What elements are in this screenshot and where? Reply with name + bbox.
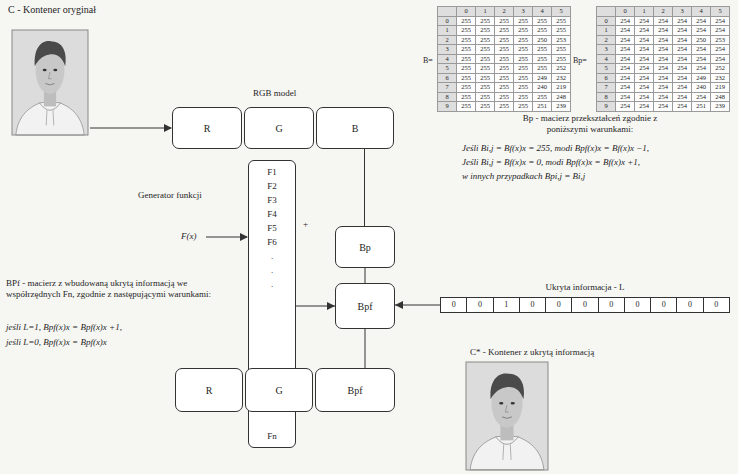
table-cell: 255 [513, 101, 533, 112]
annotation: B= [423, 56, 433, 66]
table-cell: 239 [551, 101, 571, 112]
annotation: Generator funkcji [138, 190, 202, 201]
function-name: . [271, 263, 273, 277]
photo-frame [466, 362, 548, 470]
annotation: jeśli L=1, Bpf(x)x = Bpf(x)x +1, [6, 322, 122, 333]
connector [365, 268, 366, 283]
matrix-box: Bpf [335, 283, 395, 329]
table-cell: 239 [710, 101, 730, 112]
table-cell: 254 [672, 101, 692, 112]
function-name: F6 [267, 235, 277, 249]
table-cell: 255 [494, 101, 514, 112]
function-name: F2 [267, 179, 277, 193]
connector [296, 302, 335, 310]
bit-cell: 0 [624, 298, 650, 312]
function-name: F4 [267, 207, 277, 221]
box-label: Bpf [358, 301, 373, 312]
connector-line [365, 268, 366, 283]
bit-cell: 0 [676, 298, 702, 312]
table-cell: 254 [634, 101, 654, 112]
connector [395, 301, 440, 309]
annotation: Bp= [573, 56, 587, 66]
channel-box: R [175, 368, 243, 412]
connector-line [365, 329, 366, 368]
arrowhead [327, 302, 335, 310]
annotation: C* - Kontener z ukrytą informacją [470, 347, 594, 358]
bit-cell: 0 [650, 298, 676, 312]
box-label: G [275, 385, 282, 396]
bit-cell: 1 [493, 298, 519, 312]
box-label: Bp [359, 242, 371, 253]
bit-strip: 00100000000 [440, 297, 730, 313]
annotation: Bp - macierz przekształceń zgodnie z pon… [505, 113, 675, 135]
table-cell: 254 [615, 101, 635, 112]
annotation: BPf - macierz z wbudowaną ukrytą informa… [6, 278, 221, 300]
box-label: R [206, 385, 213, 396]
function-name: Fn [267, 429, 277, 443]
table-cell: 251 [691, 101, 711, 112]
annotation: Jeśli Bi,j = Bf(x)x = 0, modi Bpf(x)x = … [462, 157, 640, 168]
strip-heading: Ukryta informacja - L [440, 280, 730, 294]
matrix-box: Bp [335, 226, 395, 268]
annotation: F(x) [181, 231, 197, 242]
hidden-bits: Ukryta informacja - L00100000000 [440, 280, 730, 314]
annotation: C - Kontener oryginał [8, 4, 96, 16]
arrowhead [395, 301, 403, 309]
annotation: jeśli L=0, Bpf(x)x = Bpf(x)x [6, 337, 107, 348]
function-name: . [271, 277, 273, 291]
box-label: B [352, 123, 359, 134]
function-name: F5 [267, 221, 277, 235]
input-arrow [90, 128, 171, 129]
function-arrow [206, 237, 247, 238]
matrix-box: Bpf [315, 368, 395, 412]
bit-cell: 0 [441, 298, 466, 312]
bit-cell: 0 [545, 298, 571, 312]
table-cell: 255 [456, 101, 476, 112]
stego-photo [466, 362, 548, 470]
channel-box: R [172, 107, 242, 149]
connector [365, 329, 366, 368]
box-label: R [204, 123, 211, 134]
channel-box: B [316, 107, 394, 149]
annotation: w innych przypadkach Bpi,j = Bi,j [462, 171, 585, 182]
original-photo [12, 30, 88, 135]
function-name: . [271, 249, 273, 263]
connector-line [364, 149, 365, 226]
table-cell: 9 [596, 101, 616, 112]
photo-frame [12, 30, 88, 135]
table-cell: 251 [532, 101, 552, 112]
bit-cell: 0 [598, 298, 624, 312]
function-name: F3 [267, 193, 277, 207]
annotation: + [303, 219, 308, 230]
annotation: Jeśli Bi,j = Bf(x)x = 255, modi Bpf(x)x … [462, 143, 649, 154]
bit-cell: 0 [466, 298, 492, 312]
channel-box: G [244, 107, 314, 149]
annotation: RGB model [253, 88, 296, 99]
bit-cell: 0 [571, 298, 597, 312]
bit-cell: 0 [703, 298, 729, 312]
function-name: F1 [267, 165, 277, 179]
box-label: Bpf [348, 385, 363, 396]
table-cell: 9 [437, 101, 457, 112]
channel-box: G [245, 368, 313, 412]
box-label: G [275, 123, 282, 134]
bit-cell: 0 [519, 298, 545, 312]
table-cell: 254 [653, 101, 673, 112]
table-cell: 255 [475, 101, 495, 112]
connector [364, 149, 365, 226]
